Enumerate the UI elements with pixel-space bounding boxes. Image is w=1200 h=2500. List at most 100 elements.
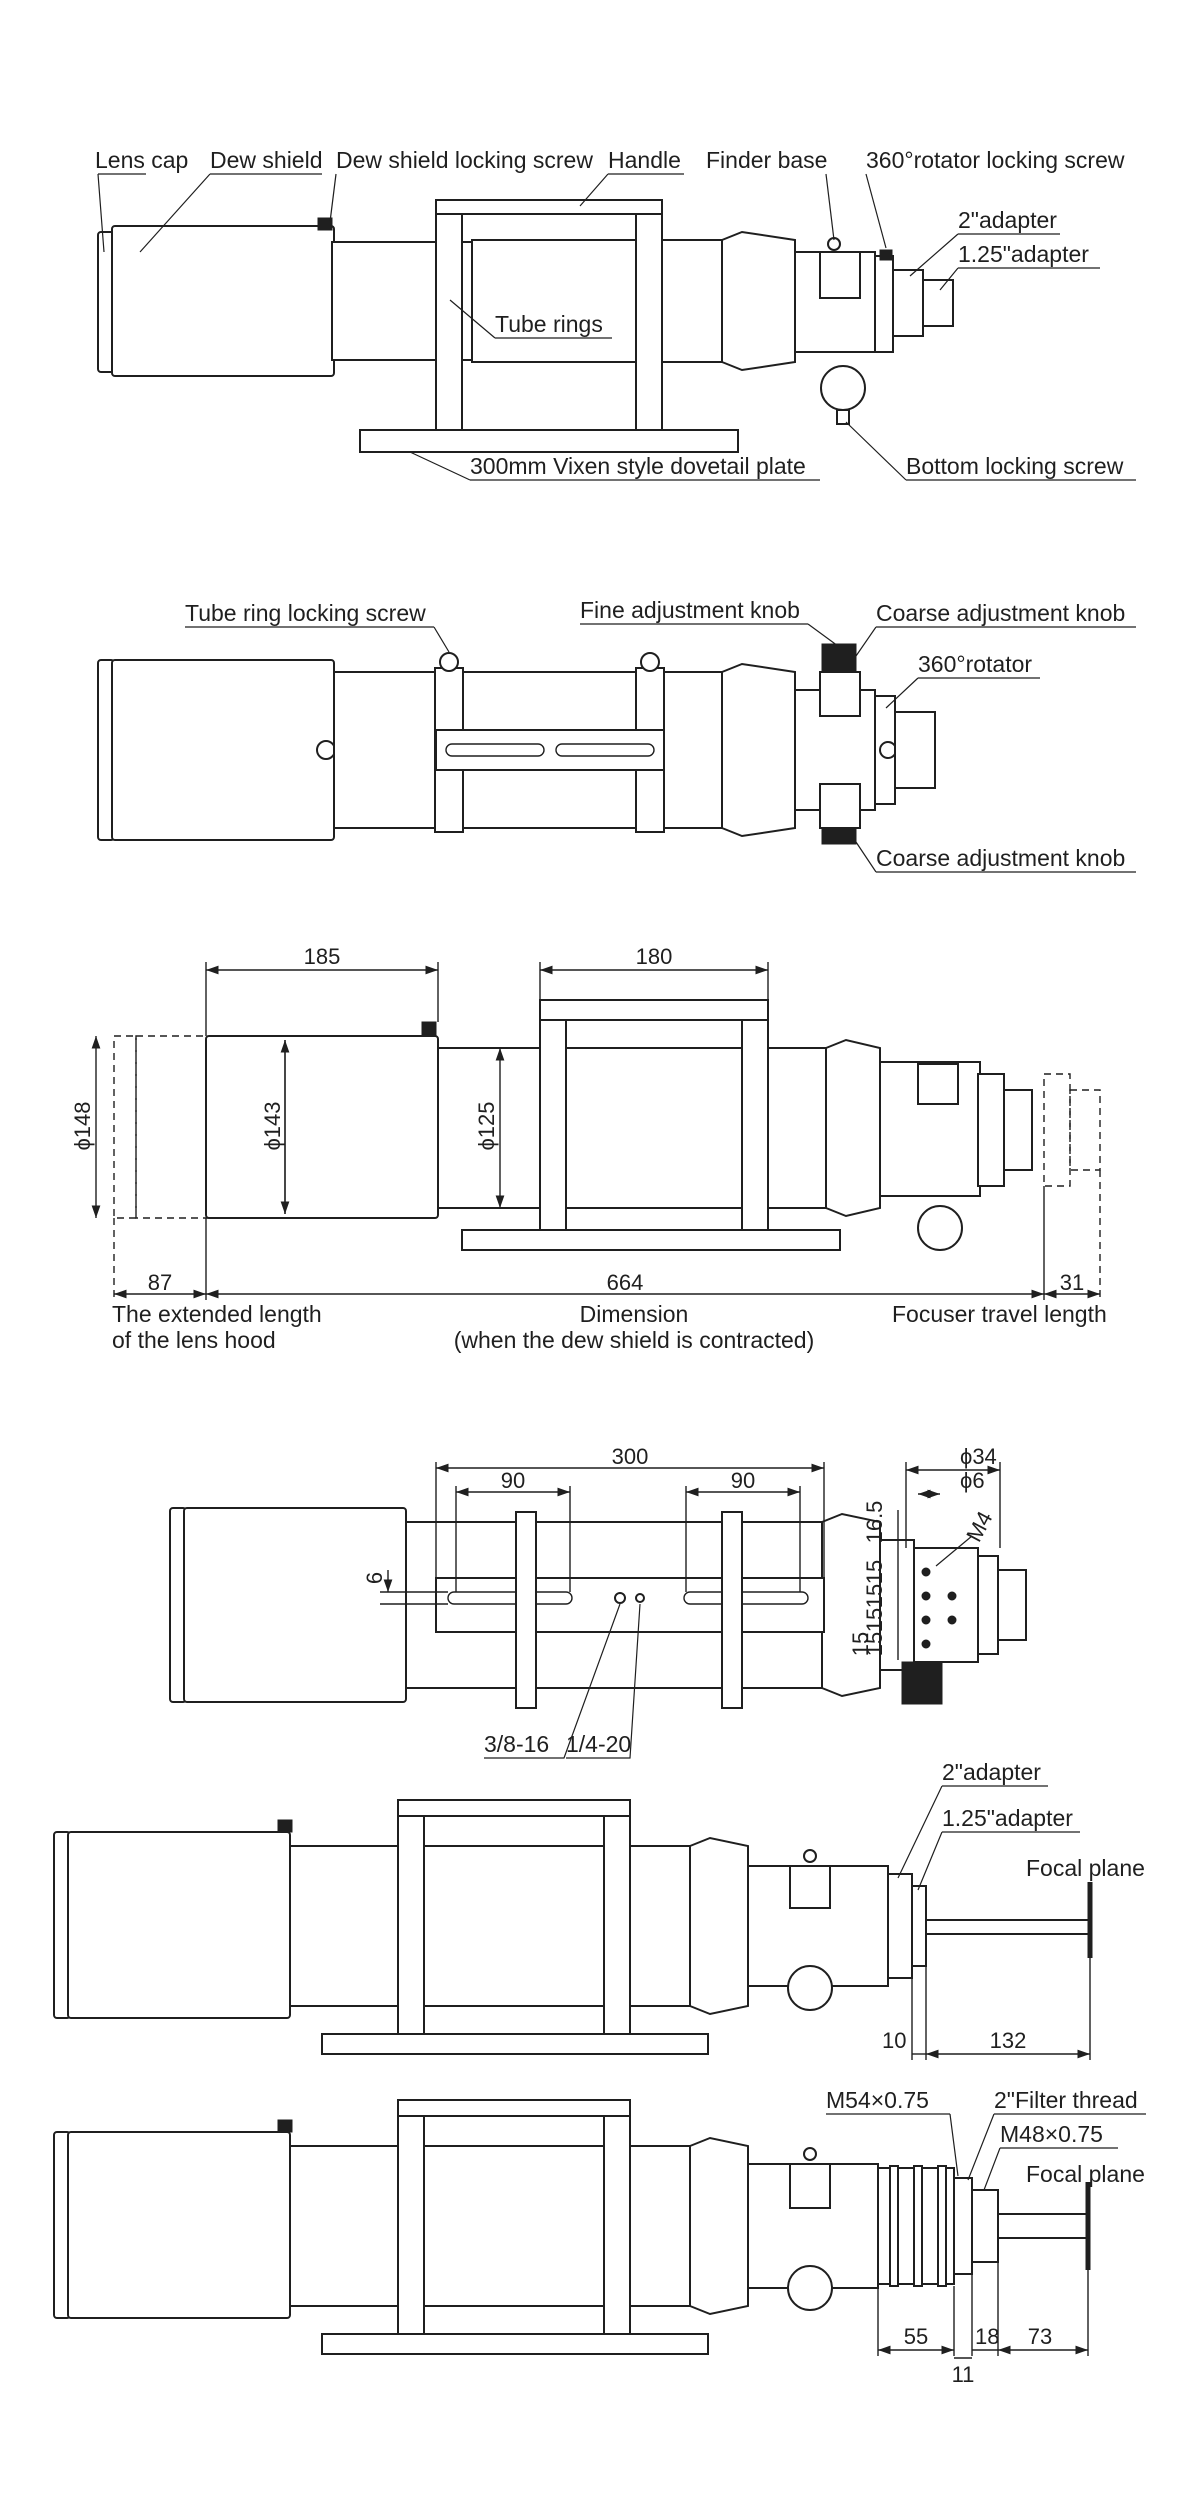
handle-bar	[397, 2099, 631, 2117]
dim-15b: 15	[862, 1584, 887, 1608]
tube-taper	[721, 230, 796, 372]
leader-coarse-bottom	[855, 841, 1136, 873]
ring-icon	[937, 2165, 947, 2287]
adapter-125	[922, 279, 954, 327]
leader-m4	[935, 1535, 973, 1567]
view-top-labeled: Tube ring locking screw Fine adjustment …	[97, 597, 1136, 873]
tube-ring-front	[515, 1511, 537, 1709]
label-coarse-knob-top: Coarse adjustment knob	[876, 600, 1125, 626]
ring-screw-icon	[439, 652, 459, 672]
dim-16-5: 16.5	[862, 1501, 887, 1544]
leader-tube-rings	[449, 299, 612, 339]
hole-icon	[921, 1591, 931, 1601]
dew-shield	[111, 225, 335, 377]
dim-15e: 15	[848, 1632, 873, 1656]
t-adapter	[971, 2189, 999, 2263]
label-handle: Handle	[608, 147, 681, 173]
leader-dew-screw	[329, 173, 337, 223]
adapter-2in	[892, 269, 924, 337]
tube-taper	[689, 2136, 749, 2316]
dim-11: 11	[952, 2362, 975, 2387]
adapter-125	[911, 1885, 927, 1967]
view-focal-plane-visual: 2"adapter 1.25"adapter Focal plane 10 13…	[53, 1759, 1145, 2060]
dim-15d: 15	[862, 1632, 887, 1656]
bottom-screw-icon	[836, 409, 850, 425]
leader-handle	[579, 173, 684, 207]
label-focuser-travel: Focuser travel length	[892, 1301, 1107, 1327]
dew-shield-screw-icon	[317, 217, 333, 231]
label-focal-plane: Focal plane	[1026, 1855, 1145, 1881]
finder-base	[917, 1063, 959, 1105]
label-rotator-screw: 360°rotator locking screw	[866, 147, 1125, 173]
label-dimension-line2: (when the dew shield is contracted)	[454, 1327, 815, 1353]
adapter-2in	[894, 711, 936, 789]
leader-m54	[826, 2113, 959, 2177]
dovetail-slot	[683, 1591, 809, 1605]
dim-10: 10	[882, 2028, 906, 2053]
ring-icon	[889, 2165, 899, 2287]
tube-ring-rear	[603, 1815, 631, 2035]
dim-132: 132	[990, 2028, 1027, 2053]
lens-cap-extended	[113, 1035, 137, 1219]
dim-18: 18	[975, 2324, 999, 2349]
handle-slot	[445, 743, 545, 757]
label-rotator: 360°rotator	[918, 651, 1032, 677]
dovetail-plate	[321, 2033, 709, 2055]
dew-screw-icon	[277, 1819, 293, 1833]
leader-dew-shield	[139, 173, 322, 253]
coarse-knob-icon	[901, 1661, 943, 1705]
dim-phi148: ϕ148	[70, 1101, 95, 1150]
label-lens-cap: Lens cap	[95, 147, 188, 173]
label-dovetail: 300mm Vixen style dovetail plate	[470, 453, 806, 479]
dovetail-plate	[321, 2333, 709, 2355]
thread-hole-38-icon	[614, 1592, 626, 1604]
dovetail-slot	[447, 1591, 573, 1605]
rotator-ring	[874, 255, 894, 353]
dim-phi6: ϕ6	[960, 1468, 985, 1493]
adapter	[997, 1569, 1027, 1641]
tube-ring-front	[397, 2115, 425, 2335]
dew-shield	[67, 2131, 291, 2319]
dim-15c: 15	[862, 1608, 887, 1632]
tube-ring-rear	[741, 1019, 769, 1231]
hole-icon	[921, 1567, 931, 1577]
dew-shield	[111, 659, 335, 841]
leader-finder-base	[825, 173, 835, 241]
tube-taper	[689, 1836, 749, 2016]
label-adapter-125: 1.25"adapter	[942, 1805, 1073, 1831]
dim-664: 664	[607, 1270, 644, 1295]
handle-bar	[435, 199, 663, 215]
finder-base-lower	[819, 783, 861, 829]
label-dew-shield: Dew shield	[210, 147, 323, 173]
tube-taper	[721, 662, 796, 838]
label-hood-line2: of the lens hood	[112, 1327, 276, 1353]
view-side-labeled: Lens cap Dew shield Dew shield locking s…	[95, 147, 1136, 481]
finder-base	[819, 671, 861, 717]
label-bottom-screw: Bottom locking screw	[906, 453, 1124, 479]
eyepiece-tube	[925, 1919, 1091, 1935]
hole-icon	[921, 1639, 931, 1649]
main-tube-rear	[471, 239, 723, 363]
lens-hood-extended	[135, 1035, 209, 1219]
label-m48: M48×0.75	[1000, 2121, 1103, 2147]
dew-shield	[183, 1507, 407, 1703]
view-mounting-dimensions: 300 90 90 6 ϕ34 ϕ6 M4 16.5 15 15 15 15 1…	[169, 1444, 1027, 1759]
dew-screw-icon	[316, 740, 336, 760]
dim-185: 185	[304, 944, 341, 969]
focuser-knob	[917, 1205, 963, 1251]
dim-180: 180	[636, 944, 673, 969]
adapter-extended	[1069, 1089, 1101, 1171]
leader-rotator	[885, 677, 1040, 709]
finder-screw-icon	[803, 1849, 817, 1863]
dim-6: 6	[362, 1572, 387, 1584]
leader-rotator-screw	[865, 173, 887, 249]
dim-87: 87	[148, 1270, 172, 1295]
label-hood-line1: The extended length	[112, 1301, 322, 1327]
dim-phi125: ϕ125	[474, 1101, 499, 1150]
ring-screw-icon	[640, 652, 660, 672]
leader-coarse-top	[855, 626, 1136, 657]
tube-taper	[821, 1512, 881, 1698]
dim-31: 31	[1060, 1270, 1084, 1295]
finder-base	[819, 251, 861, 299]
